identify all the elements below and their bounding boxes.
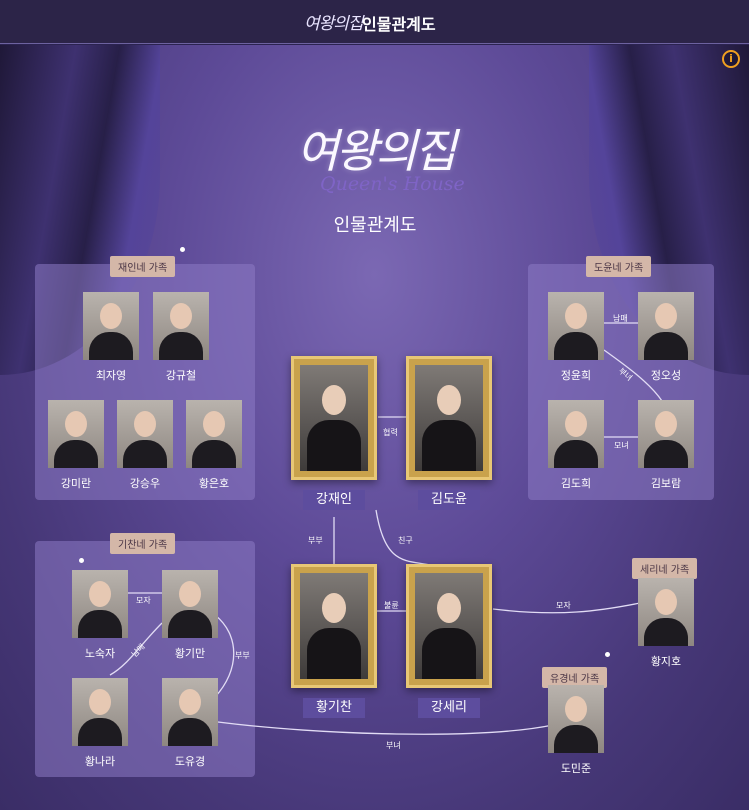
portrait-frame-hwang-gichan[interactable] (291, 564, 377, 688)
relationship-chart: i 여왕의집 Queen's House 인물관계도 재인네 가족 도윤네 가족… (0, 45, 749, 810)
person-name: 정윤희 (560, 369, 592, 382)
person-kang-gyucheol[interactable]: 강규철 (153, 292, 209, 383)
portrait-photo (186, 400, 242, 468)
person-do-yugyeong[interactable]: 도유경 (162, 678, 218, 769)
jaein-family-pin (180, 247, 185, 252)
portrait-frame-kang-jaein[interactable] (291, 356, 377, 480)
portrait-photo (638, 578, 694, 646)
doyun-family-tag: 도윤네 가족 (586, 256, 652, 277)
person-hwang-jiho[interactable]: 황지호 (638, 578, 694, 669)
relation-label: 친구 (398, 536, 413, 545)
portrait-photo (48, 400, 104, 468)
relation-label: 부녀 (386, 741, 401, 750)
portrait-frame-kim-doyun[interactable] (406, 356, 492, 480)
person-name: 최자영 (95, 369, 127, 382)
yugyeong-family-tag: 유경네 가족 (542, 667, 608, 688)
gichan-family-box (35, 541, 255, 777)
portrait-photo (548, 400, 604, 468)
portrait-photo (153, 292, 209, 360)
portrait-photo (162, 678, 218, 746)
person-hwang-eunho[interactable]: 황은호 (186, 400, 242, 491)
portrait-photo (638, 400, 694, 468)
header-logo: 여왕의집 (304, 14, 364, 34)
portrait-photo (638, 292, 694, 360)
person-kim-boram[interactable]: 김보람 (638, 400, 694, 491)
portrait-photo (162, 570, 218, 638)
relationship-lines (109, 322, 663, 735)
person-kim-dohee[interactable]: 김도희 (548, 400, 604, 491)
seri-family-tag: 세리네 가족 (632, 558, 698, 579)
person-jeong-ohseong[interactable]: 정오성 (638, 292, 694, 383)
person-name: 김도희 (560, 477, 592, 490)
person-do-minjun[interactable]: 도민준 (548, 685, 604, 776)
portrait-frame-kang-seri[interactable] (406, 564, 492, 688)
main-name-kang-seri: 강세리 (418, 698, 480, 718)
person-jeong-yunhee[interactable]: 정윤희 (548, 292, 604, 383)
person-name: 황기만 (174, 647, 206, 660)
person-name: 강미란 (60, 477, 92, 490)
relation-label: 모녀 (614, 441, 629, 450)
portrait-photo (300, 365, 368, 471)
person-name: 강승우 (129, 477, 161, 490)
top-bar: 여왕의집 인물관계도 (0, 0, 749, 44)
header-title: 인물관계도 (362, 15, 436, 34)
main-logo: 여왕의집 (296, 124, 456, 178)
portrait-photo (83, 292, 139, 360)
person-name: 김보람 (650, 477, 682, 490)
person-kang-miran[interactable]: 강미란 (48, 400, 104, 491)
portrait-photo (548, 685, 604, 753)
relation-label: 불륜 (384, 601, 399, 610)
portrait-photo (117, 400, 173, 468)
person-name: 도유경 (174, 755, 206, 768)
portrait-photo (72, 570, 128, 638)
gichan-family-pin (79, 558, 84, 563)
person-name: 도민준 (560, 762, 592, 775)
main-name-hwang-gichan: 황기찬 (303, 698, 365, 718)
person-name: 황은호 (198, 477, 230, 490)
relation-label: 부부 (235, 651, 250, 660)
main-name-kim-doyun: 김도윤 (418, 490, 480, 510)
gichan-family-tag: 기찬네 가족 (110, 533, 176, 554)
info-icon[interactable]: i (722, 50, 740, 68)
portrait-photo (548, 292, 604, 360)
jaein-family-tag: 재인네 가족 (110, 256, 176, 277)
main-logo-sub: Queen's House (320, 173, 465, 195)
person-name: 황나라 (84, 755, 116, 768)
relation-label: 모자 (556, 601, 571, 610)
relation-label: 모자 (136, 596, 151, 605)
relation-label: 부부 (308, 536, 323, 545)
portrait-photo (300, 573, 368, 679)
relation-label: 협력 (383, 428, 398, 437)
person-name: 정오성 (650, 369, 682, 382)
portrait-photo (415, 573, 483, 679)
yugyeong-family-pin (605, 652, 610, 657)
person-choi-jayeong[interactable]: 최자영 (83, 292, 139, 383)
person-no-sukja[interactable]: 노숙자 (72, 570, 128, 661)
portrait-photo (415, 365, 483, 471)
main-name-kang-jaein: 강재인 (303, 490, 365, 510)
relation-label: 남매 (613, 314, 628, 323)
person-name: 강규철 (165, 369, 197, 382)
person-kang-seungwoo[interactable]: 강승우 (117, 400, 173, 491)
person-name: 노숙자 (84, 647, 116, 660)
person-name: 황지호 (650, 655, 682, 668)
person-hwang-nara[interactable]: 황나라 (72, 678, 128, 769)
person-hwang-giman[interactable]: 황기만 (162, 570, 218, 661)
chart-subtitle: 인물관계도 (333, 215, 417, 236)
portrait-photo (72, 678, 128, 746)
